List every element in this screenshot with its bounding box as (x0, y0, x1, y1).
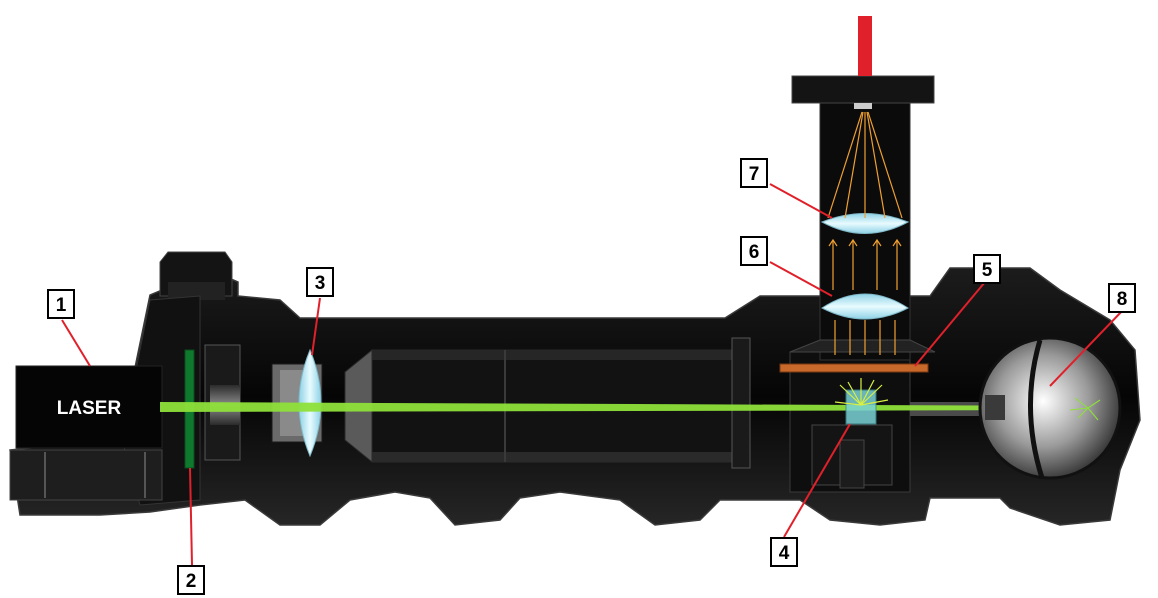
callout-2: 2 (177, 565, 205, 595)
callout-3: 3 (306, 267, 334, 297)
detector-chip (854, 103, 872, 109)
callout-8: 8 (1108, 283, 1136, 313)
bore-highlight-bottom (372, 452, 732, 462)
callout-7: 7 (740, 158, 768, 188)
leader-3 (311, 297, 321, 356)
scattered-light-rays (827, 111, 903, 355)
flange-right (731, 337, 751, 469)
focusing-lens-collection (820, 213, 910, 234)
sphere-seam (1028, 339, 1045, 479)
sphere-port (985, 395, 1005, 420)
leader-1 (61, 319, 91, 367)
laser-label: LASER (57, 398, 122, 419)
top-knob-step (168, 282, 225, 300)
laser-box-icon (15, 365, 163, 449)
collimating-lens (821, 293, 909, 320)
bore-highlight-top (372, 350, 732, 360)
leader-lines (61, 183, 1124, 566)
integrating-sphere (978, 336, 1122, 480)
sample-stage-post (839, 439, 865, 489)
notch-filter-plate (779, 363, 929, 373)
callout-6-label: 6 (749, 242, 760, 263)
callout-6: 6 (740, 236, 768, 266)
optical-fiber (858, 16, 872, 76)
callout-4-label: 4 (779, 543, 790, 564)
callout-5: 5 (973, 254, 1001, 284)
callout-1: 1 (47, 289, 75, 319)
leader-4 (783, 423, 851, 538)
leader-8 (1049, 309, 1124, 387)
callout-5-label: 5 (982, 260, 993, 281)
leader-6 (769, 261, 833, 297)
collection-tube-base (789, 339, 936, 353)
detector-cap (791, 75, 935, 104)
spectrometer-housing (9, 251, 1141, 526)
callout-2-label: 2 (186, 571, 197, 592)
laser-mount (9, 449, 163, 501)
callout-1-label: 1 (56, 295, 67, 316)
integrating-sphere-icon (978, 336, 1122, 480)
callout-8-label: 8 (1117, 289, 1128, 310)
leader-7 (769, 183, 833, 219)
leader-5 (914, 281, 986, 367)
sphere-scatter (1069, 397, 1101, 421)
laser-source: LASER (9, 365, 163, 501)
raman-scatter-burst (834, 378, 889, 406)
leader-2 (189, 467, 193, 566)
sample-cuvette (834, 378, 889, 425)
callout-4: 4 (770, 537, 798, 567)
callout-3-label: 3 (315, 273, 326, 294)
callout-7-label: 7 (749, 164, 760, 185)
